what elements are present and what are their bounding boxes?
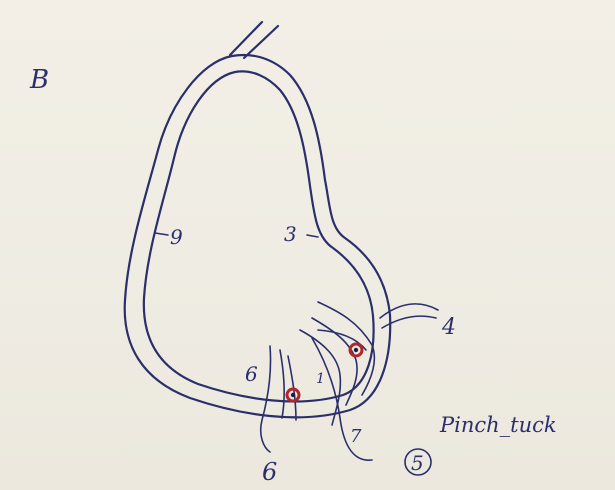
label-nine: 9 (170, 225, 183, 249)
tick-9 (155, 233, 168, 235)
label-six-lower: 6 (262, 458, 277, 486)
tuck-line-g (280, 350, 284, 418)
marker-lower-core (291, 393, 295, 397)
label-one: 1 (316, 371, 325, 387)
label-four: 4 (441, 315, 456, 340)
caption-text: Pinch_tuck (439, 413, 557, 437)
label-seven: 7 (350, 426, 362, 447)
figure-letter: B (29, 65, 49, 95)
stem-line-right (244, 26, 278, 58)
stem-line-left (230, 22, 262, 55)
label-three: 3 (284, 222, 297, 246)
label-six-upper: 6 (245, 362, 258, 386)
marker-upper-core (354, 348, 358, 352)
label-five: 5 (411, 451, 424, 475)
tick-3 (307, 235, 318, 237)
